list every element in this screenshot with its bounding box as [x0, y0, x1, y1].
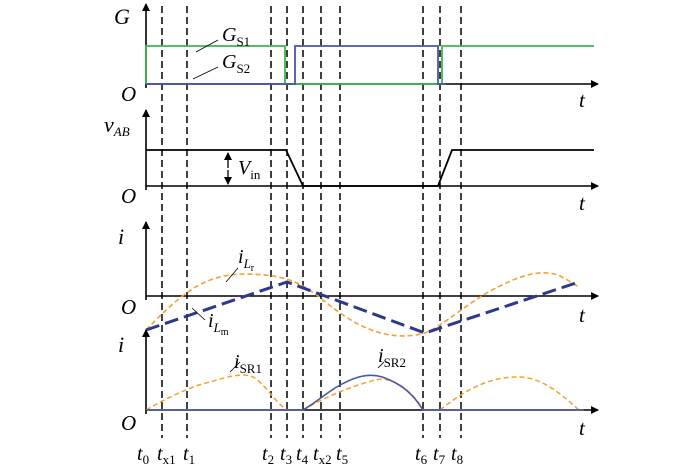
time-marker-labels: t0 tx1 t1 t2 t3 t4 tx2 t5 t6 t7 t8: [137, 443, 463, 467]
gs1-waveform: [145, 45, 594, 85]
vin-label-sub: in: [250, 167, 261, 182]
isr2-label: iSR2: [378, 345, 406, 370]
label-t5: t5: [336, 443, 348, 467]
isr1-dashed-waveform: [145, 374, 580, 411]
p4-axis-label: i: [118, 332, 124, 357]
label-tx2: tx2: [313, 443, 332, 467]
p4-origin-label: O: [121, 411, 136, 435]
ilr-label: iLr: [238, 246, 255, 274]
label-t7: t7: [433, 443, 446, 467]
p1-time-label: t: [579, 88, 586, 112]
gs2-waveform: [146, 45, 446, 85]
ilm-label-main: i: [208, 310, 214, 332]
ilr-label-subsub: r: [251, 263, 255, 274]
p2-origin-label: O: [121, 184, 136, 208]
gs2-label-sub: S2: [236, 61, 250, 76]
label-t6: t6: [415, 443, 428, 467]
p2-axis-label: vAB: [104, 112, 130, 139]
p3-axis-label: i: [118, 224, 124, 249]
gs2-label-main: G: [222, 51, 237, 73]
gs1-label-sub: S1: [236, 34, 250, 49]
time-marker-lines: [161, 6, 462, 438]
label-t3: t3: [280, 443, 292, 467]
isr1-leader: [229, 361, 241, 373]
panel-gate-signals: G O t GS1 GS2: [114, 3, 599, 112]
label-t2: t2: [262, 443, 274, 467]
p3-origin-label: O: [121, 295, 136, 319]
gs2-label: GS2: [222, 51, 250, 76]
ilm-label-sub: L: [213, 320, 221, 335]
ilr-label-sub: L: [243, 256, 251, 271]
vin-label: Vin: [238, 157, 261, 182]
gs1-label-main: G: [222, 24, 237, 46]
p1-axis-label: G: [114, 4, 130, 29]
ilm-label-subsub: m: [221, 327, 229, 338]
isr2-leader: [377, 361, 385, 369]
vin-label-main: V: [238, 157, 253, 179]
gs1-label: GS1: [222, 24, 250, 49]
panel-vab: vAB O t Vin: [104, 109, 599, 215]
ilr-leader: [225, 267, 239, 283]
label-t1: t1: [183, 443, 195, 467]
p4-time-label: t: [579, 416, 586, 440]
label-t4: t4: [296, 443, 309, 467]
label-t8: t8: [451, 443, 463, 467]
ilm-label: iLm: [208, 310, 229, 338]
p3-time-label: t: [579, 303, 586, 327]
isr2-label-sub: SR2: [384, 355, 406, 370]
panel-sr-currents: i O t iSR1 iSR2: [118, 329, 599, 440]
ilr-label-main: i: [238, 246, 244, 268]
isr2-label-main: i: [378, 345, 384, 367]
label-tx1: tx1: [157, 443, 176, 467]
ilr-waveform: [145, 272, 580, 337]
ilm-waveform: [145, 280, 580, 335]
isr-solid-waveform: [146, 374, 584, 411]
isr1-label-sub: SR1: [240, 361, 262, 376]
p2-axis-main: v: [104, 112, 114, 137]
isr1-label-main: i: [234, 351, 240, 373]
label-t0: t0: [137, 443, 149, 467]
gs2-leader: [192, 66, 219, 80]
p2-time-label: t: [579, 191, 586, 215]
vab-waveform: [146, 149, 594, 187]
p2-axis-sub: AB: [113, 124, 130, 139]
isr1-label: iSR1: [234, 351, 262, 376]
panel-inductor-currents: i O t iLr iLm: [118, 221, 599, 338]
gs1-leader: [195, 39, 219, 53]
p1-origin-label: O: [121, 82, 136, 106]
ilm-leader: [191, 307, 206, 321]
